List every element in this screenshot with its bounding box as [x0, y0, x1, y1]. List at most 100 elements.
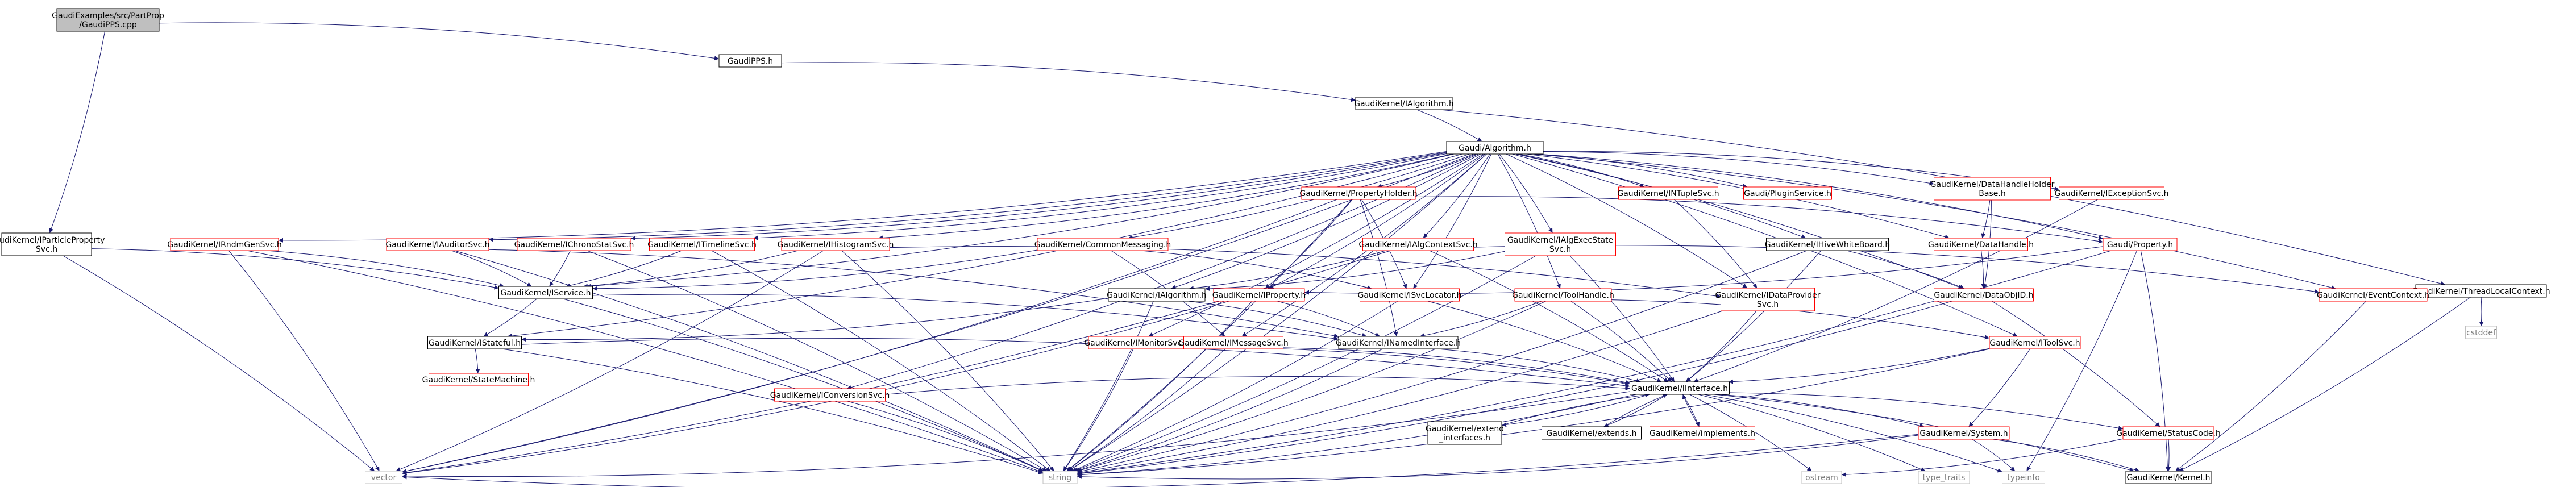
node-sm[interactable]: GaudiKernel/StateMachine.h: [422, 373, 535, 386]
edge-galg-to-dobjid: [1515, 153, 1963, 289]
node-rndm[interactable]: GaudiKernel/IRndmGenSvc.h: [167, 238, 282, 251]
edge-evctx-to-kernel: [2175, 301, 2367, 472]
edge-proph-to-vector: [402, 199, 1337, 473]
node-system[interactable]: GaudiKernel/System.h: [1918, 426, 2010, 440]
edge-iiface-to-impl: [1682, 394, 1700, 427]
node-box: [1505, 232, 1616, 256]
node-inamed[interactable]: GaudiKernel/INamedInterface.h: [1336, 336, 1461, 349]
node-ntuple[interactable]: GaudiKernel/INTupleSvc.h: [1617, 186, 1719, 200]
edge-iiface-to-vector: [402, 391, 1630, 478]
node-kernel[interactable]: GaudiKernel/Kernel.h: [2125, 471, 2212, 484]
node-label: vector: [371, 473, 397, 482]
node-extif[interactable]: GaudiKernel/extend_interfaces.h: [1426, 421, 1504, 445]
node-box: [2125, 471, 2212, 484]
node-dh[interactable]: GaudiKernel/DataHandle.h: [1928, 238, 2034, 251]
edge-toolh-to-itool: [1611, 299, 1990, 340]
node-timeline[interactable]: GaudiKernel/ITimelineSvc.h: [647, 238, 757, 251]
node-sc[interactable]: GaudiKernel/StatusCode.h: [2116, 426, 2221, 440]
node-histo[interactable]: GaudiKernel/IHistogramSvc.h: [778, 238, 894, 251]
node-ialg2[interactable]: GaudiKernel/IAlgorithm.h: [1107, 288, 1207, 302]
edge-sc-to-ostream: [1841, 438, 2124, 477]
edge-itool-to-system: [1968, 348, 2030, 427]
node-imsg[interactable]: GaudiKernel/IMessageSvc.h: [1178, 336, 1289, 349]
edge-extends-to-iiface: [1603, 394, 1668, 427]
node-iconv[interactable]: GaudiKernel/IConversionSvc.h: [770, 388, 890, 402]
edge-inamed-to-iiface: [1437, 348, 1642, 383]
node-evctx[interactable]: GaudiKernel/EventContext.h: [2317, 288, 2429, 302]
edge-iiface-to-extends: [1603, 394, 1668, 427]
node-iwb[interactable]: GaudiKernel/IHiveWhiteBoard.h: [1765, 238, 1890, 251]
edge-isvc-to-istate: [483, 298, 537, 337]
node-exc[interactable]: GaudiKernel/IExceptionSvc.h: [2055, 186, 2169, 200]
node-label: GaudiKernel/DataHandle.h: [1928, 240, 2034, 249]
edge-histo-to-isvc: [583, 250, 799, 289]
node-box: [1338, 336, 1459, 349]
edge-galg-to-plugin: [1535, 153, 1748, 189]
node-pps[interactable]: GaudiPPS.h: [718, 54, 782, 68]
edge-itool-to-string: [1077, 348, 1990, 477]
node-audsvc[interactable]: GaudiKernel/IAuditorSvc.h: [385, 238, 490, 251]
node-label: GaudiKernel/DataHandleHolder: [1930, 180, 2055, 189]
node-cmsg[interactable]: GaudiKernel/CommonMessaging.h: [1034, 238, 1171, 251]
node-label: Base.h: [1979, 189, 2005, 198]
node-itool[interactable]: GaudiKernel/IToolSvc.h: [1989, 336, 2081, 349]
edge-ialg2-to-string: [1063, 301, 1154, 472]
node-cstddef: cstddef: [2465, 326, 2497, 339]
node-gprop[interactable]: Gaudi/Property.h: [2103, 238, 2178, 251]
node-proph[interactable]: GaudiKernel/PropertyHolder.h: [1299, 186, 1418, 200]
node-label: Svc.h: [1757, 300, 1779, 309]
edge-imon-to-string: [1063, 348, 1134, 472]
edge-gprop-to-string: [1077, 250, 2112, 476]
node-tlc[interactable]: GaudiKernel/ThreadLocalContext.h: [2412, 284, 2550, 298]
node-label: GaudiKernel/PropertyHolder.h: [1299, 189, 1417, 198]
node-label: GaudiKernel/StatusCode.h: [2116, 429, 2221, 438]
node-iprop[interactable]: GaudiKernel/IProperty.h: [1212, 288, 1306, 302]
node-label: GaudiKernel/IToolSvc.h: [1989, 339, 2080, 348]
node-root[interactable]: GaudiExamples/src/PartProp/GaudiPPS.cpp: [52, 8, 164, 32]
node-impl[interactable]: GaudiKernel/implements.h: [1650, 426, 1755, 440]
node-isvc[interactable]: GaudiKernel/IService.h: [498, 286, 593, 299]
node-toolh[interactable]: GaudiKernel/ToolHandle.h: [1512, 288, 1614, 302]
edge-dobjid-to-string: [1077, 301, 1952, 476]
node-imon[interactable]: GaudiKernel/IMonitorSvc.h: [1084, 336, 1190, 349]
node-ialg[interactable]: GaudiKernel/IAlgorithm.h: [1354, 97, 1454, 110]
edge-dobjid-to-sc: [1992, 301, 2160, 427]
node-box: [498, 286, 593, 299]
node-dobjid[interactable]: GaudiKernel/DataObjID.h: [1934, 288, 2034, 302]
node-iiface[interactable]: GaudiKernel/IInterface.h: [1630, 381, 1730, 395]
edge-ppsvc-to-isvc: [91, 248, 499, 290]
edge-dh-to-dobjid: [1981, 250, 1986, 289]
edge-cmsg-to-isvc: [592, 249, 1038, 291]
node-box: [774, 388, 886, 402]
edge-dhh-to-dh: [1981, 199, 1991, 239]
node-algctx[interactable]: GaudiKernel/IAlgContextSvc.h: [1358, 238, 1478, 251]
node-label: GaudiKernel/IProperty.h: [1212, 291, 1306, 300]
node-box: [365, 471, 402, 484]
node-box: [429, 373, 529, 386]
edge-toolh-to-string: [1077, 301, 1546, 472]
node-istate[interactable]: GaudiKernel/IStateful.h: [427, 336, 522, 349]
node-label: Gaudi/Algorithm.h: [1459, 144, 1531, 153]
edge-histo-to-vector: [396, 250, 824, 472]
edge-istate-to-sm: [475, 348, 480, 374]
edge-audsvc-to-string: [454, 250, 1044, 472]
node-chrono[interactable]: GaudiKernel/IChronoStatSvc.h: [514, 238, 634, 251]
node-isvcloc[interactable]: GaudiKernel/ISvcLocator.h: [1357, 288, 1462, 302]
node-label: GaudiKernel/IAuditorSvc.h: [385, 240, 489, 249]
edge-exc-to-iiface: [1693, 199, 2098, 383]
node-galg[interactable]: Gaudi/Algorithm.h: [1446, 141, 1544, 155]
node-box: [1183, 336, 1283, 349]
edge-isvc-to-string: [563, 298, 1044, 472]
edge-galg-to-algctx: [1423, 153, 1490, 239]
node-label: Svc.h: [1549, 245, 1571, 254]
node-label: GaudiKernel/IMessageSvc.h: [1178, 339, 1288, 348]
node-extends[interactable]: GaudiKernel/extends.h: [1542, 426, 1642, 440]
node-box: [1355, 97, 1453, 110]
node-plugin[interactable]: Gaudi/PluginService.h: [1743, 186, 1832, 200]
edge-algexec-to-ialg2: [1204, 251, 1505, 291]
node-label: GaudiKernel/IExceptionSvc.h: [2055, 189, 2169, 198]
